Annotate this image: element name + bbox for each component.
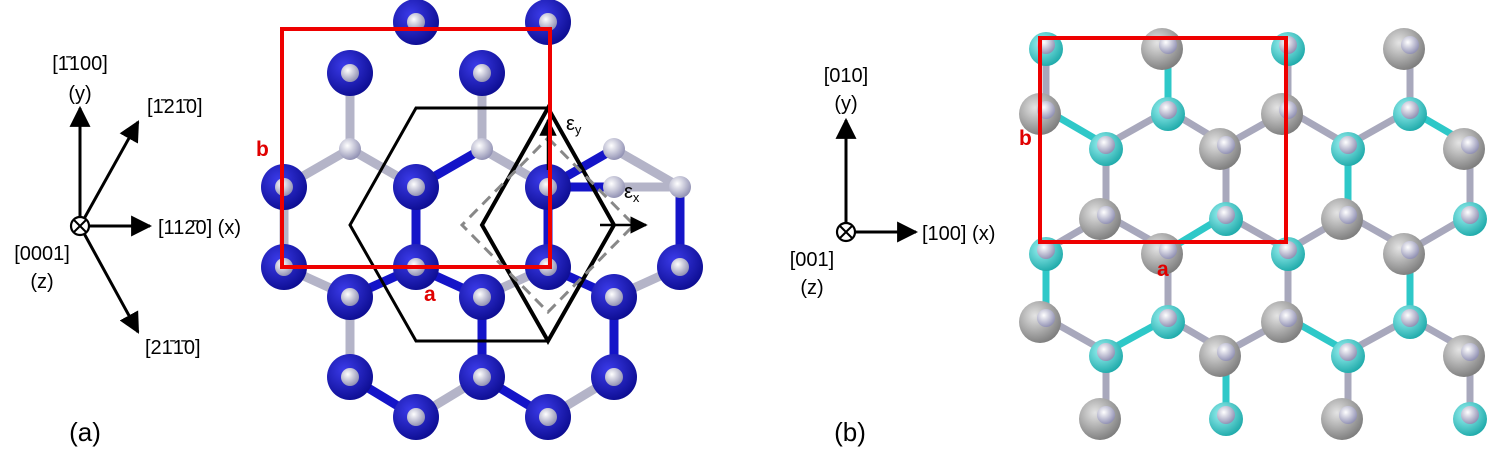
small-atom (471, 138, 493, 160)
z-axis-symbol (69, 215, 91, 237)
lower-diag-label: [21̄1̄0] (145, 337, 201, 359)
small-atom (407, 178, 425, 196)
small-atom (1401, 101, 1419, 119)
small-atom (539, 408, 557, 426)
strain-y-sub: y (575, 122, 582, 137)
cell-label-b: b (256, 138, 269, 161)
unit-cell-a (280, 27, 552, 269)
small-atom (1217, 206, 1235, 224)
small-atom (1217, 343, 1235, 361)
y-direction-label-b: [010] (824, 65, 868, 87)
small-atom (1097, 343, 1115, 361)
upper-diag-label: [1̄21̄0] (147, 96, 203, 118)
small-atom (341, 64, 359, 82)
small-atom (1339, 206, 1357, 224)
panel-a-axes: [1̄100] (y) [1̄21̄0] [112̄0] (x) [0001] … (14, 53, 241, 447)
cell-label-b-panel-b: b (1019, 127, 1032, 150)
y-direction-label: [1̄100] (52, 53, 108, 75)
rhombus-outline (479, 103, 617, 346)
x-direction-label: [112̄0] (x) (158, 217, 241, 239)
small-atom (1401, 241, 1419, 259)
small-atom (603, 138, 625, 160)
upper-diag-arrow (78, 120, 140, 227)
small-atom (1159, 241, 1177, 259)
small-atom (407, 13, 425, 31)
panel-b-overlays: b a (1019, 36, 1288, 281)
small-atom (1217, 136, 1235, 154)
small-atom (669, 176, 691, 198)
z-direction-label-b: [001] (790, 249, 834, 271)
y-name-label-b: (y) (834, 93, 857, 115)
small-atom (1339, 136, 1357, 154)
small-atom (1159, 101, 1177, 119)
strain-y-label: εy (566, 113, 582, 137)
small-atom (1279, 241, 1297, 259)
small-atom (1037, 309, 1055, 327)
panel-b-label: (b) (834, 417, 866, 447)
small-atom (1159, 309, 1177, 327)
small-atom (1461, 206, 1479, 224)
unit-cell-b (1038, 36, 1288, 244)
small-atom (1097, 406, 1115, 424)
small-atom (1097, 136, 1115, 154)
small-atom (473, 64, 491, 82)
small-atom (1339, 406, 1357, 424)
small-atom (1461, 406, 1479, 424)
small-atom (341, 288, 359, 306)
small-atom (1339, 343, 1357, 361)
small-atom (1217, 406, 1235, 424)
bond (609, 144, 685, 192)
z-axis-symbol-b (835, 221, 857, 243)
small-atom (1401, 309, 1419, 327)
small-atom (1037, 241, 1055, 259)
small-atom (1461, 343, 1479, 361)
small-atom (605, 288, 623, 306)
small-atom (1159, 36, 1177, 54)
small-atom (473, 288, 491, 306)
panel-a-overlays: εy εx b a (256, 27, 648, 346)
dashed-rhombus (459, 135, 637, 315)
cell-label-a: a (424, 283, 436, 306)
small-atom (473, 368, 491, 386)
small-atom (671, 258, 689, 276)
small-atom (1401, 36, 1419, 54)
lower-diag-arrow (78, 225, 140, 334)
small-atom (1097, 206, 1115, 224)
z-name-label-b: (z) (800, 277, 823, 299)
x-direction-label-b: [100] (x) (922, 223, 995, 245)
cell-label-a-panel-b: a (1157, 258, 1169, 281)
small-atom (1461, 136, 1479, 154)
small-atom (1279, 309, 1297, 327)
small-atom (407, 408, 425, 426)
y-name-label: (y) (68, 83, 91, 105)
panel-b-lattice (1019, 28, 1487, 440)
small-atom (341, 368, 359, 386)
small-atom (339, 138, 361, 160)
z-direction-label: [0001] (14, 243, 70, 265)
panel-b-axes: [010] (y) [100] (x) [001] (z) (b) (790, 65, 996, 447)
z-name-label: (z) (30, 271, 53, 293)
small-atom (603, 176, 625, 198)
atom-layer (261, 0, 703, 440)
small-atom (605, 368, 623, 386)
small-atom (539, 13, 557, 31)
strain-x-sub: x (633, 190, 640, 205)
panel-a-label: (a) (69, 417, 101, 447)
panel-a-lattice (261, 0, 703, 440)
